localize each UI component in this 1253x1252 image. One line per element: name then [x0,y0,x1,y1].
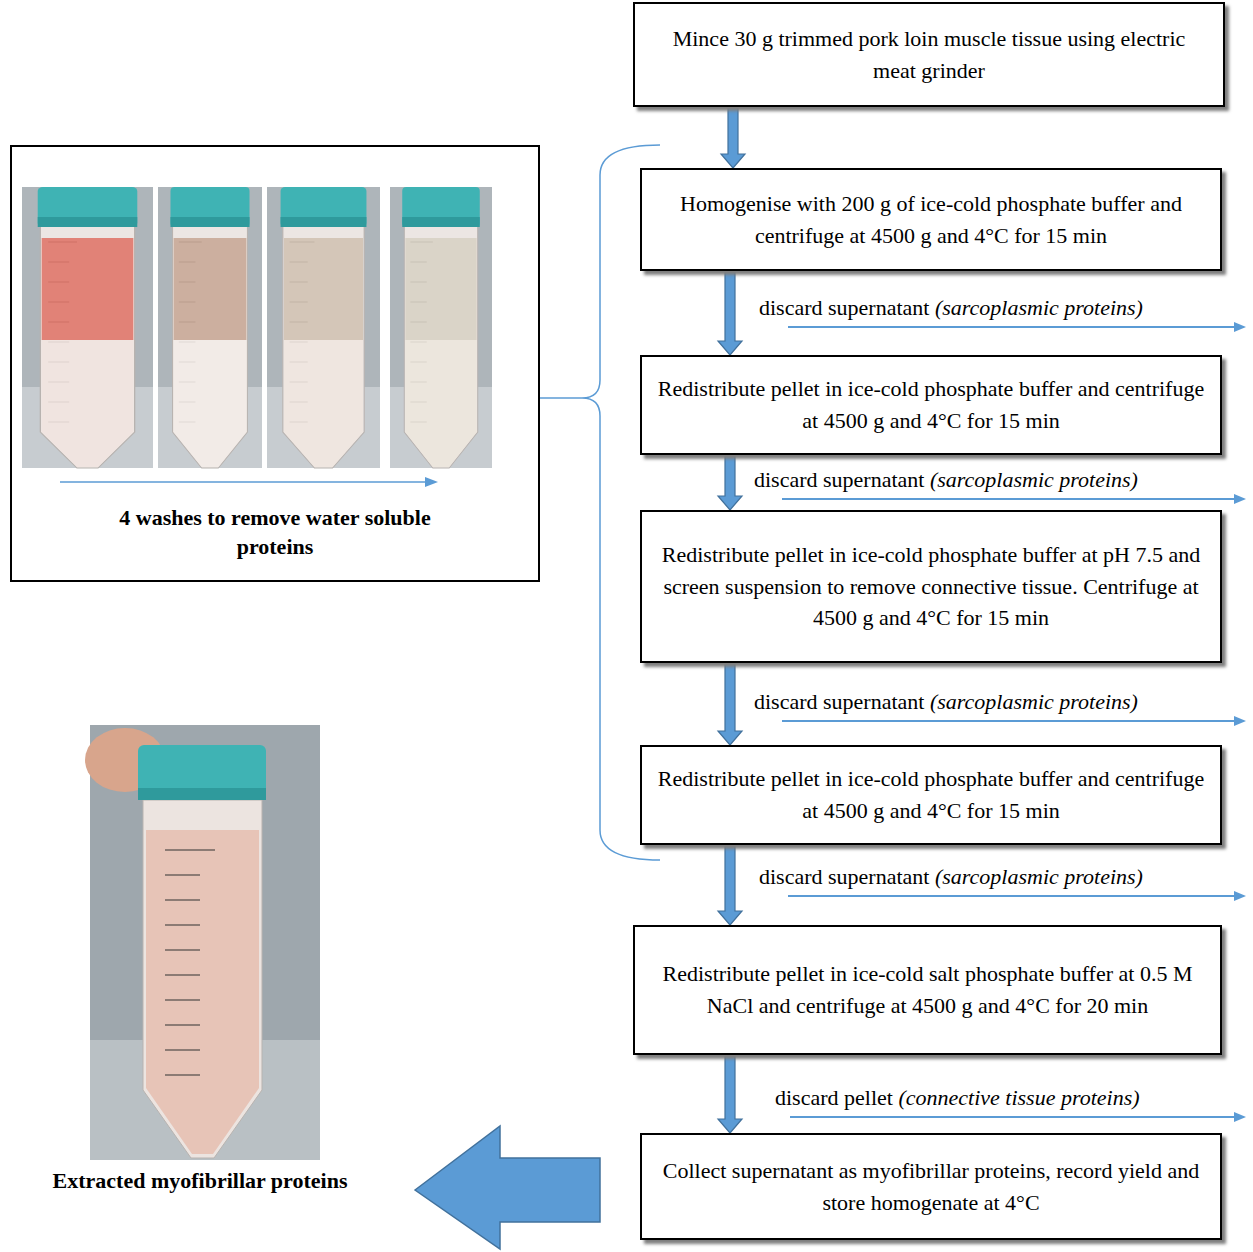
flow-arrow [721,107,745,168]
flow-arrow [718,271,742,355]
step-text: Homogenise with 200 g of ice-cold phosph… [656,188,1206,252]
flow-arrow [718,455,742,510]
process-box: Redistribute pellet in ice-cold phosphat… [640,745,1222,845]
process-box: Redistribute pellet in ice-cold salt pho… [633,925,1222,1055]
step-text: Redistribute pellet in ice-cold phosphat… [656,373,1206,437]
photo-caption: Extracted myofibrillar proteins [40,1166,360,1196]
panel-caption: 4 washes to remove water soluble protein… [92,503,458,562]
process-box: Redistribute pellet in ice-cold phosphat… [640,355,1222,455]
step-text: Collect supernatant as myofibrillar prot… [656,1155,1206,1219]
flow-arrow [718,845,742,925]
flow-arrow [718,663,742,745]
process-box: Redistribute pellet in ice-cold phosphat… [640,510,1222,663]
step-text: Redistribute pellet in ice-cold phosphat… [656,539,1206,635]
edge-label: discard supernatant (sarcoplasmic protei… [752,689,1140,715]
step-text: Redistribute pellet in ice-cold phosphat… [656,763,1206,827]
process-box: Mince 30 g trimmed pork loin muscle tiss… [633,2,1225,107]
edge-label: discard supernatant (sarcoplasmic protei… [757,864,1145,890]
edge-label: discard supernatant (sarcoplasmic protei… [752,467,1140,493]
edge-label: discard supernatant (sarcoplasmic protei… [757,295,1145,321]
process-box: Homogenise with 200 g of ice-cold phosph… [640,168,1222,271]
step-text: Mince 30 g trimmed pork loin muscle tiss… [649,23,1209,87]
process-box: Collect supernatant as myofibrillar prot… [640,1133,1222,1240]
wash-panel: 4 washes to remove water soluble protein… [10,145,540,582]
step-text: Redistribute pellet in ice-cold salt pho… [649,958,1206,1022]
flow-arrow [718,1055,742,1133]
edge-label: discard pellet (connective tissue protei… [773,1085,1142,1111]
